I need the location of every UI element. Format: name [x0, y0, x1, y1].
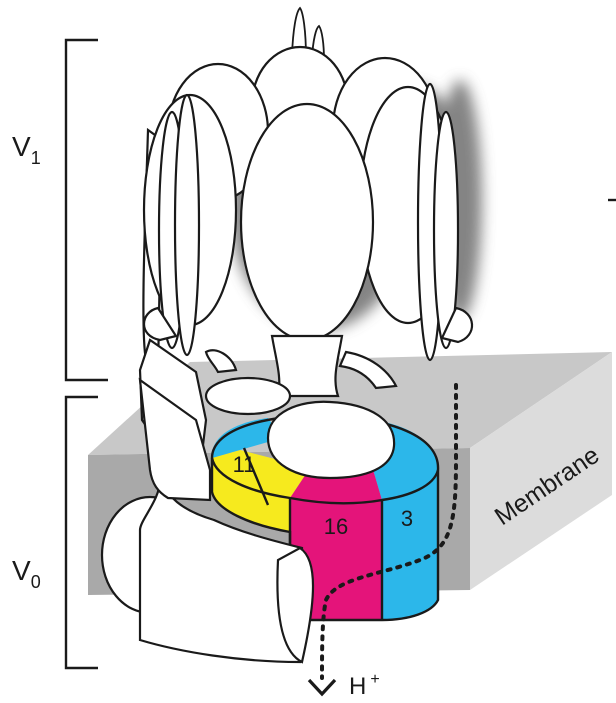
ring-wall-yellow	[212, 458, 290, 532]
v0-label: V0	[12, 555, 41, 592]
top-spike-left	[291, 6, 307, 60]
membrane-side-face	[470, 352, 612, 590]
subunit-a	[100, 377, 315, 664]
lobe-front-center	[239, 102, 375, 342]
subunit-d	[204, 376, 292, 416]
v0-bracket	[64, 395, 98, 670]
v1-head	[142, 6, 474, 362]
v1-bracket	[64, 38, 108, 382]
v1-label: V1	[12, 131, 41, 168]
proton-arrow-head	[307, 678, 337, 697]
stalk-arm-left	[204, 349, 238, 374]
disc-right-b	[432, 110, 460, 350]
bump-right	[440, 306, 474, 344]
stalk-arm-right	[338, 350, 398, 390]
ring-top-cyan-back	[211, 418, 282, 458]
ring-outline	[210, 414, 440, 622]
ring-label-cyan: 3	[401, 506, 413, 531]
central-stalk	[204, 334, 398, 416]
bump-left	[143, 306, 178, 342]
ring-label-yellow: 11	[233, 452, 256, 477]
proton-label: H+	[349, 671, 380, 698]
subunit-a-upper	[138, 377, 212, 502]
disc-left-b	[173, 93, 201, 357]
ring-wall-cyan	[382, 470, 438, 620]
subunit-a-face	[276, 546, 315, 664]
ring-cap	[266, 400, 396, 480]
ring-label-magenta: 16	[324, 514, 348, 539]
proton-path	[320, 383, 458, 680]
